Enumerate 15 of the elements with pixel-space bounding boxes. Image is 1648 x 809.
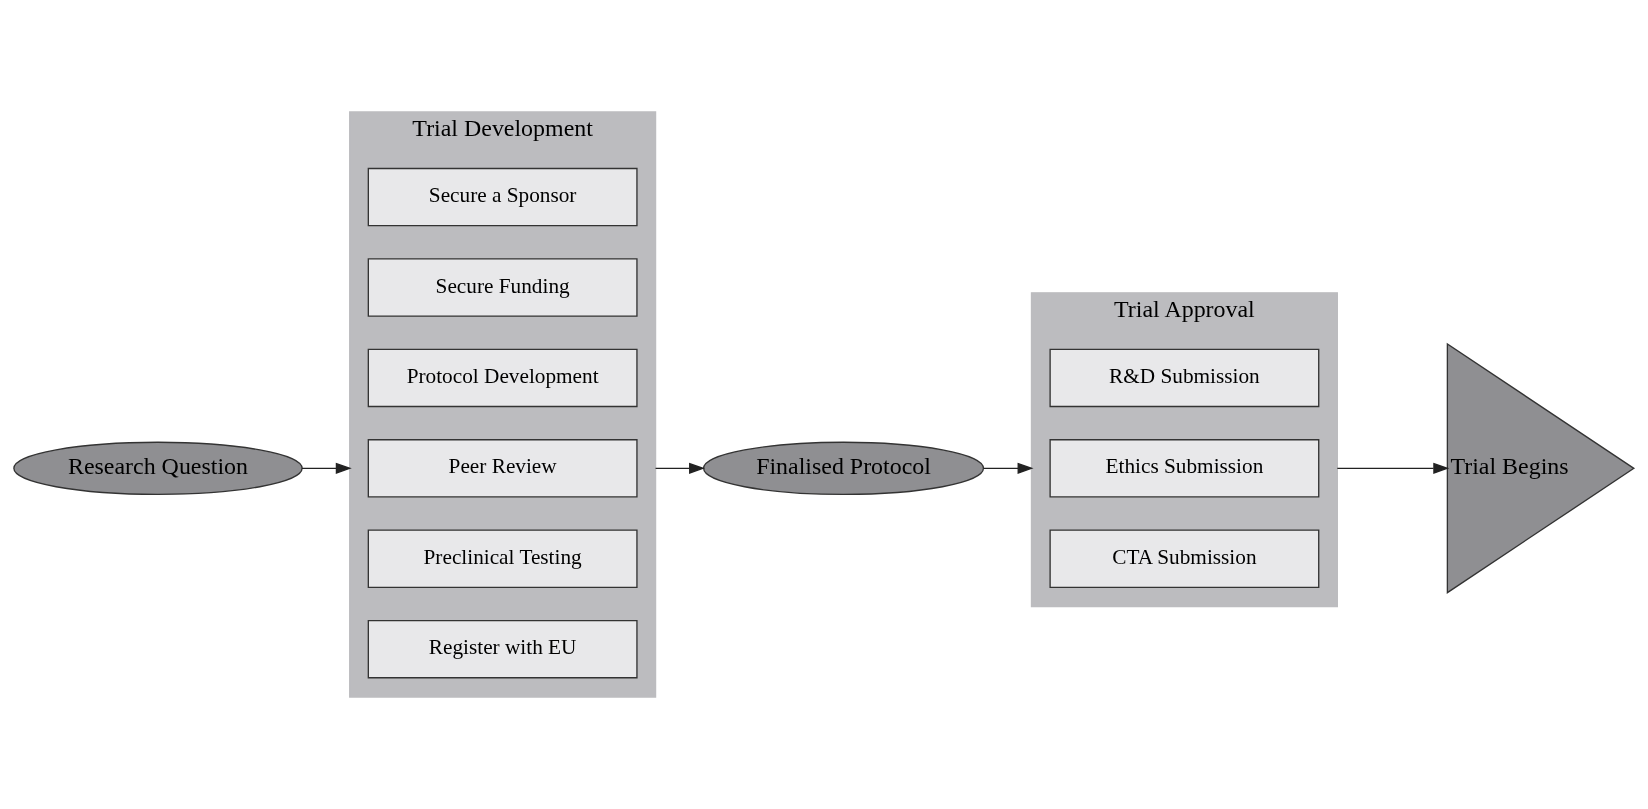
node-box: Ethics Submission xyxy=(1049,439,1320,498)
node-box: Preclinical Testing xyxy=(367,529,638,588)
node-ellipse: Finalised Protocol xyxy=(702,441,985,496)
arrow xyxy=(983,462,1034,474)
node-box: Secure a Sponsor xyxy=(367,167,638,227)
arrow xyxy=(1336,462,1450,474)
node-box: Register with EU xyxy=(367,619,638,679)
node-box: Protocol Development xyxy=(367,348,638,408)
node-box: Secure Funding xyxy=(367,258,638,317)
node-box: R&D Submission xyxy=(1049,348,1320,408)
arrow xyxy=(654,462,706,474)
node-box: Peer Review xyxy=(367,439,638,498)
arrow xyxy=(301,462,352,474)
node-ellipse: Research Question xyxy=(13,441,303,496)
node-box: CTA Submission xyxy=(1049,529,1320,588)
